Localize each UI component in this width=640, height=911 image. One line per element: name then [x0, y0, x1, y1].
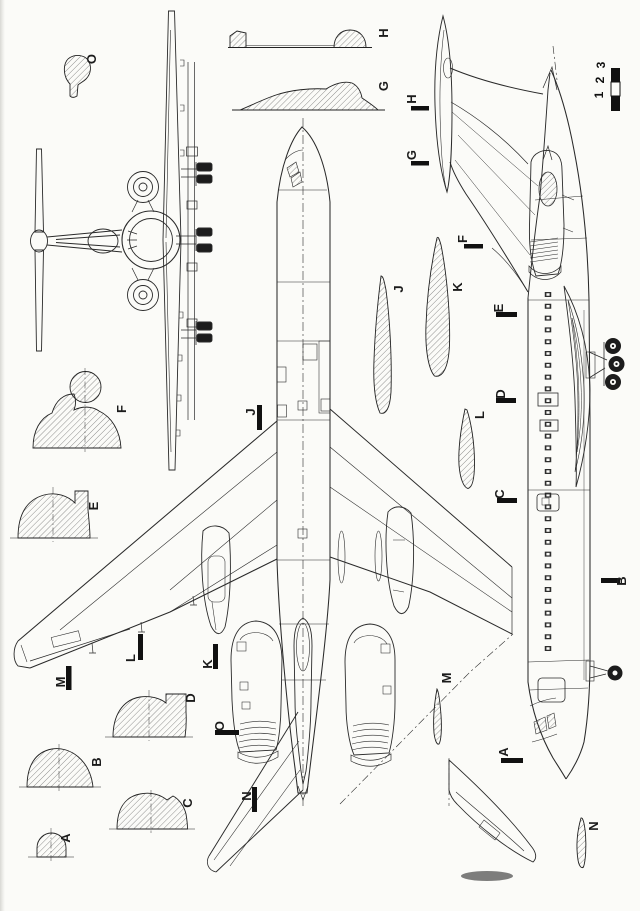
section-o-shape [63, 54, 91, 98]
section-label-h: H [375, 28, 391, 38]
side-view [434, 14, 625, 863]
airfoil-n-shape [576, 817, 587, 869]
marker-label-k: K [199, 659, 215, 669]
top-view [13, 118, 514, 873]
stabilizer-plan-detail [448, 758, 537, 863]
marker-label-c: C [491, 489, 507, 499]
marker-bar-c [497, 498, 517, 503]
airfoil-label-j: J [390, 285, 406, 293]
airfoil-k-shape [425, 236, 451, 377]
section-markers [66, 106, 620, 812]
marker-label-h: H [403, 94, 419, 104]
marker-label-f: F [454, 235, 470, 243]
marker-bar-a [501, 758, 523, 763]
section-label-o: O [83, 53, 99, 65]
marker-bar-m [66, 666, 72, 690]
marker-bar-e [496, 312, 517, 317]
marker-bar-l [138, 634, 143, 660]
marker-label-m: M [52, 676, 68, 688]
front-view [30, 10, 213, 471]
marker-bar-b [601, 578, 620, 583]
section-label-f: F [113, 405, 129, 413]
left-engine-nacelle [230, 620, 283, 764]
marker-label-g: G [403, 149, 419, 161]
marker-label-a: A [495, 747, 511, 757]
scan-edge-shadow [0, 0, 5, 911]
marker-label-b: B [613, 576, 629, 586]
marker-label-j: J [242, 408, 258, 416]
marker-bar-f [464, 244, 483, 249]
right-engine-nacelle [344, 623, 396, 767]
section-label-d: D [182, 693, 198, 703]
section-label-b: B [88, 757, 104, 767]
marker-label-l: L [122, 654, 138, 662]
section-a-shape [28, 828, 74, 861]
marker-bar-h [411, 106, 429, 111]
section-b-shape [19, 744, 101, 791]
section-label-c: C [179, 798, 195, 808]
section-f-shape [32, 368, 122, 452]
marker-label-d: D [492, 389, 508, 399]
section-d-shape [105, 690, 193, 741]
scan-smudge [461, 871, 513, 881]
marker-label-o: O [211, 720, 227, 732]
airfoil-label-k: K [449, 282, 465, 292]
section-g-shape [232, 81, 385, 111]
airfoil-label-n: N [585, 821, 601, 831]
marker-bar-g [411, 161, 429, 166]
scale-bar [610, 68, 621, 111]
airfoil-l-shape [458, 408, 475, 489]
section-label-g: G [375, 80, 391, 92]
marker-label-n: N [238, 791, 254, 801]
airfoil-label-l: L [471, 411, 487, 419]
main-gear [585, 338, 625, 390]
marker-bar-n [252, 787, 257, 812]
section-label-e: E [85, 501, 101, 511]
marker-bar-j [257, 405, 262, 430]
marker-bar-o [215, 730, 239, 735]
marker-bar-k [213, 644, 218, 669]
section-label-a: A [57, 833, 73, 843]
airfoil-j-shape [373, 275, 392, 414]
marker-label-e: E [490, 303, 506, 313]
section-e-shape [10, 487, 98, 542]
airfoil-label-m: M [438, 672, 454, 684]
section-h-shape [228, 29, 372, 48]
nose-gear [585, 660, 623, 682]
cross-sections [10, 29, 587, 869]
scale-number-1: 1 [592, 91, 606, 99]
section-c-shape [109, 790, 195, 833]
marker-bar-d [496, 398, 516, 403]
airfoil-m-shape [433, 687, 442, 745]
